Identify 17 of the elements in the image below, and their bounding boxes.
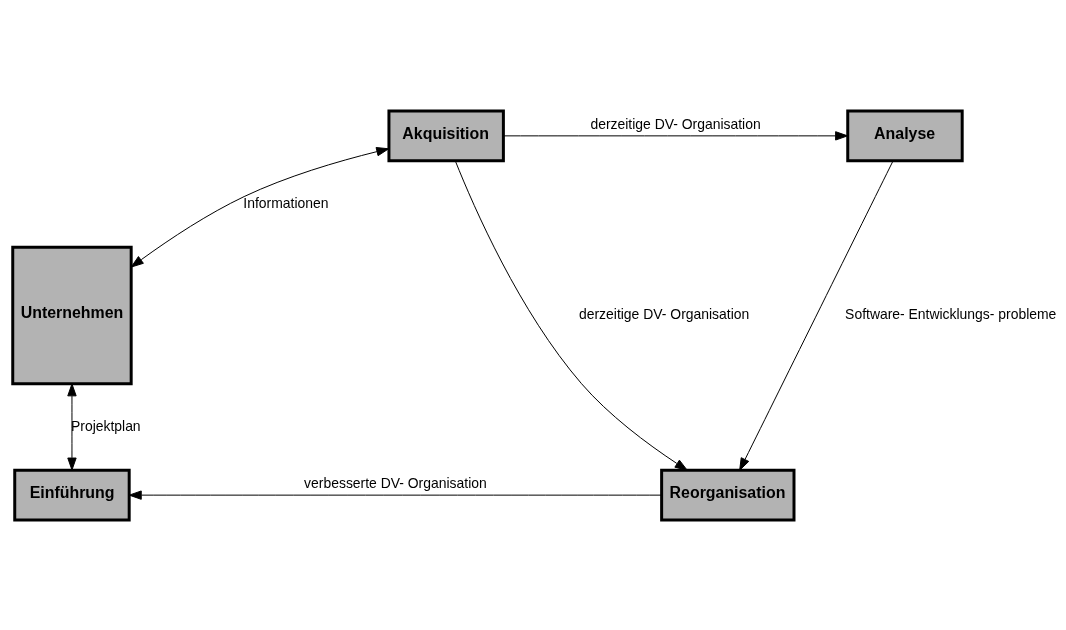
arrow	[128, 489, 662, 500]
node-box: Akquisition	[387, 109, 505, 162]
node-box: Reorganisation	[660, 468, 796, 521]
node-box: Unternehmen	[11, 245, 133, 385]
edge-label: verbesserte DV- Organisation	[304, 474, 487, 491]
arrow	[67, 382, 77, 470]
node-box: Einführung	[13, 468, 131, 521]
arrow	[739, 159, 894, 471]
arrow	[454, 160, 688, 471]
edge-label: Projektplan	[70, 417, 141, 434]
edge-label: derzeitige DV- Organisation	[579, 305, 750, 322]
arrow	[503, 130, 849, 141]
edge-label: derzeitige DV- Organisation	[590, 115, 761, 132]
arrow	[130, 146, 390, 267]
edge-label: Informationen	[243, 194, 329, 211]
node-box: Analyse	[846, 109, 964, 162]
edge-label: Software- Entwicklungs- probleme	[845, 305, 1057, 322]
